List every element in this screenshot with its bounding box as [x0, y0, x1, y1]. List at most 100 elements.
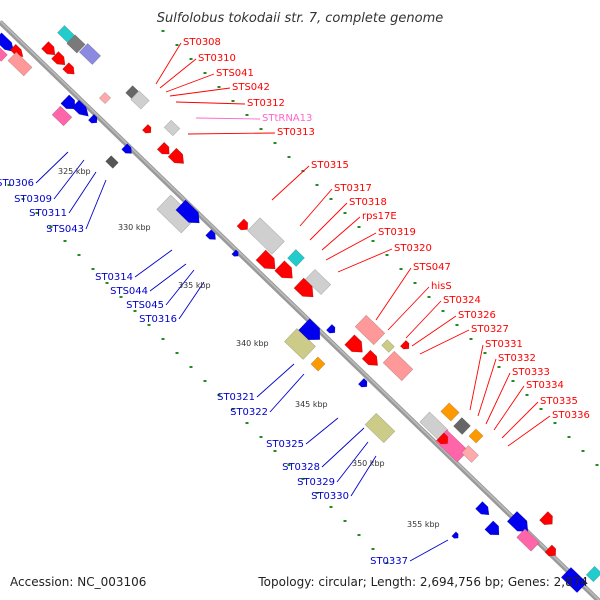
gc-dot [245, 422, 249, 424]
gc-dot [259, 128, 263, 130]
gene-label-forward: ST0334 [526, 380, 564, 391]
gc-dot [567, 436, 571, 438]
kbp-marker: 350 kbp [352, 459, 385, 468]
gene-arrow [236, 218, 249, 231]
gc-dot [21, 198, 25, 200]
gene-block [364, 412, 396, 444]
leader-line [411, 315, 457, 347]
gc-dot [217, 86, 221, 88]
gc-dot [469, 338, 473, 340]
leader-line [350, 455, 377, 497]
gene-block [468, 428, 484, 444]
gene-arrow [175, 199, 200, 224]
gene-label-forward: ST0318 [349, 197, 387, 208]
gene-arrow [274, 260, 293, 279]
gc-dot [371, 548, 375, 550]
gc-dot [357, 534, 361, 536]
gene-arrow [539, 511, 553, 525]
gene-label-forward: STtRNA13 [262, 113, 312, 124]
gene-label-forward: STS042 [232, 82, 270, 93]
gene-block [130, 90, 150, 110]
gc-dot [161, 30, 165, 32]
gene-arrow [231, 249, 239, 257]
gc-dot [539, 408, 543, 410]
gene-arrow [357, 377, 368, 388]
kbp-marker: 335 kbp [178, 281, 211, 290]
gene-arrow [205, 229, 216, 240]
gc-dot [455, 324, 459, 326]
leader-line [271, 165, 310, 201]
gc-dot [371, 240, 375, 242]
leader-line [321, 427, 365, 468]
gene-block [461, 445, 479, 463]
gc-dot [525, 394, 529, 396]
leader-line [269, 373, 305, 413]
leader-line [165, 269, 195, 306]
gc-dot [385, 254, 389, 256]
gene-label-forward: STS041 [216, 68, 254, 79]
gc-dot [441, 310, 445, 312]
leader-line [175, 101, 246, 105]
gc-dot [497, 366, 501, 368]
leader-line [409, 539, 449, 562]
kbp-marker: 345 kbp [295, 400, 328, 409]
gene-label-reverse: STS044 [110, 286, 148, 297]
gc-dot [49, 226, 53, 228]
leader-line [134, 249, 173, 278]
leader-line [419, 329, 470, 355]
gc-dot [413, 282, 417, 284]
gene-arrow [121, 143, 132, 154]
leader-line [195, 117, 261, 120]
gene-arrow [436, 432, 449, 445]
gene-block [66, 34, 86, 54]
leader-line [493, 385, 525, 431]
gc-dot [357, 226, 361, 228]
gc-dot [35, 212, 39, 214]
gene-block [163, 119, 181, 137]
gene-label-forward: ST0326 [458, 310, 496, 321]
leader-line [53, 159, 85, 200]
gene-label-forward: ST0312 [247, 98, 285, 109]
gc-dot [287, 156, 291, 158]
gene-block [105, 155, 119, 169]
gc-dot [7, 184, 11, 186]
gc-dot [175, 44, 179, 46]
gene-label-forward: ST0308 [183, 37, 221, 48]
gene-arrow [544, 544, 557, 557]
gene-label-forward: ST0331 [485, 339, 523, 350]
gene-arrow [451, 531, 459, 539]
gene-label-forward: ST0319 [378, 227, 416, 238]
gene-labels: ST0308ST0310STS041STS042ST0312STtRNA13ST… [0, 37, 590, 567]
gc-dot [203, 380, 207, 382]
leader-line [405, 300, 442, 339]
gc-dot [147, 324, 151, 326]
gene-label-reverse: ST0337 [370, 556, 408, 567]
gene-arrow [293, 277, 314, 298]
gene-block [381, 339, 395, 353]
gene-label-forward: ST0333 [512, 367, 550, 378]
gene-label-forward: ST0324 [443, 295, 481, 306]
leader-line [85, 179, 107, 230]
gene-arrow [399, 339, 410, 350]
gene-label-forward: ST0327 [471, 324, 509, 335]
gene-block [453, 417, 471, 435]
gene-label-forward: STS047 [413, 262, 451, 273]
leader-line [155, 42, 182, 85]
gene-arrow [344, 334, 363, 353]
gc-dot [329, 198, 333, 200]
gc-dot [553, 422, 557, 424]
gene-label-reverse: ST0328 [282, 462, 320, 473]
gc-dot [245, 114, 249, 116]
gc-dot [133, 310, 137, 312]
label-leader-lines [35, 42, 551, 562]
gc-dot [91, 268, 95, 270]
leader-line [336, 441, 369, 483]
gc-dot [63, 240, 67, 242]
gene-label-reverse: STS045 [126, 300, 164, 311]
gene-arrow [298, 318, 321, 341]
genome-backbone-highlight [0, 20, 600, 600]
leader-line [68, 171, 97, 214]
gc-dot [427, 296, 431, 298]
leader-line [325, 232, 377, 261]
